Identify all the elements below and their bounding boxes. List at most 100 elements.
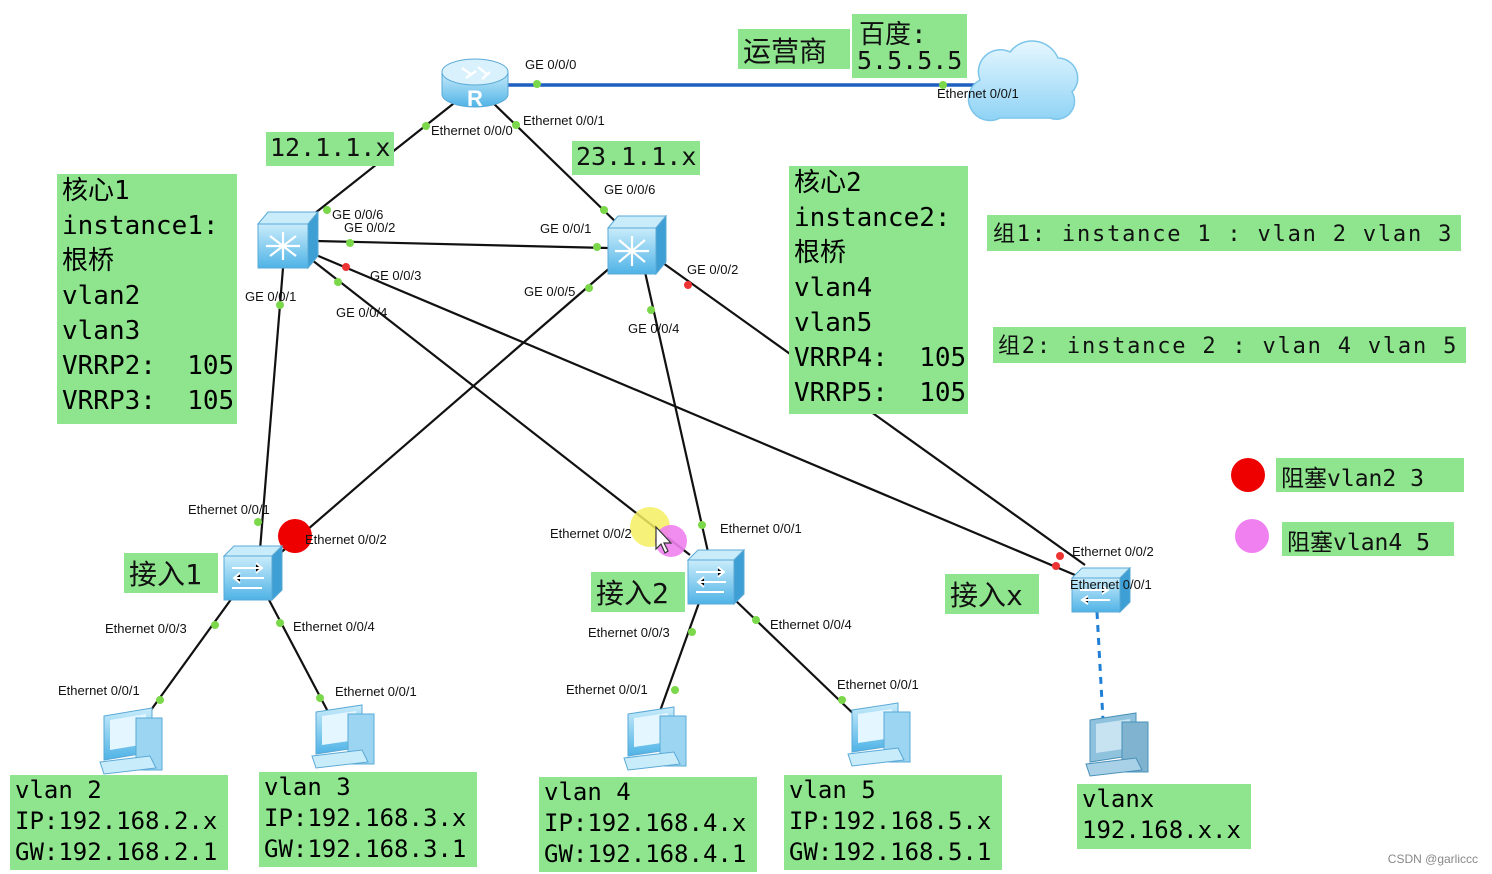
link-core1-access1 (258, 267, 285, 551)
link-access1-pc2 (267, 597, 336, 726)
port-dots (156, 80, 947, 704)
group1-label: 组1: instance 1 : vlan 2 vlan 3 (993, 222, 1454, 247)
port-label: Ethernet 0/0/1 (837, 677, 919, 692)
pc3-info-box (539, 777, 757, 872)
port-label: Ethernet 0/0/1 (188, 502, 270, 517)
core1-info-box (57, 174, 237, 424)
info-line: vlan 4 (544, 778, 631, 806)
port-label: GE 0/0/1 (245, 289, 296, 304)
pc-3-icon (623, 706, 687, 771)
port-label: GE 0/0/5 (524, 284, 575, 299)
link-accessx-pcx (1095, 611, 1105, 721)
cursor-pointer-icon (655, 525, 673, 554)
port-label: Ethernet 0/0/3 (105, 621, 187, 636)
port-label: GE 0/0/0 (525, 57, 576, 72)
isp-label: 运营商 (743, 35, 828, 68)
link-core1-access2 (311, 259, 691, 556)
pc1-info-lines: vlan 2 IP:192.168.2.x GW:192.168.2.1 (15, 775, 217, 868)
port-label: Ethernet 0/0/4 (293, 619, 375, 634)
core1-info-lines: 核心1 instance1: 根桥 vlan2 vlan3 VRRP2: 105… (62, 174, 234, 419)
info-line: vlan 3 (264, 773, 351, 801)
link-core2-access2 (643, 271, 710, 553)
port-label: GE 0/0/1 (540, 221, 591, 236)
access1-label: 接入1 (129, 558, 202, 591)
info-line: GW:192.168.4.1 (544, 840, 747, 868)
info-line: VRRP5: 105 (794, 378, 967, 408)
access-switch-2-icon (686, 548, 746, 606)
port-label: Ethernet 0/0/2 (305, 532, 387, 547)
pc1-info-box (10, 775, 228, 870)
link-access1-pc1 (137, 597, 233, 729)
access1-label-box (124, 553, 218, 593)
port-label: Ethernet 0/0/1 (523, 113, 605, 128)
info-line: IP:192.168.2.x (15, 807, 218, 835)
port-label: Ethernet 0/0/0 (431, 123, 513, 138)
port-label: GE 0/0/6 (604, 182, 655, 197)
net-right-label: 23.1.1.x (576, 142, 697, 171)
info-line: 根桥 (794, 238, 847, 268)
port-label: GE 0/0/6 (332, 207, 383, 222)
link-core1-accessx (315, 253, 1076, 577)
port-label: GE 0/0/2 (687, 262, 738, 277)
core2-info-lines: 核心2 instance2: 根桥 vlan4 vlan5 VRRP4: 105… (794, 166, 966, 411)
group2-box (993, 327, 1466, 363)
legend-red-dot (1231, 458, 1265, 492)
info-line: 核心2 (794, 168, 862, 198)
group2-label: 组2: instance 2 : vlan 4 vlan 5 (998, 334, 1459, 359)
info-line: vlanx (1082, 785, 1155, 813)
cloud-icon (967, 40, 1079, 122)
port-label: Ethernet 0/0/1 (58, 683, 140, 698)
port-label: GE 0/0/4 (336, 305, 387, 320)
pc-x-icon (1085, 712, 1149, 777)
pcx-info-lines: vlanx 192.168.x.x (1082, 784, 1241, 846)
net-right-box (572, 141, 700, 175)
port-label: Ethernet 0/0/4 (770, 617, 852, 632)
legend-red-label: 阻塞vlan2 3 (1281, 466, 1424, 492)
legend-pink-dot (1235, 519, 1269, 553)
core-switch-2-icon (606, 214, 668, 276)
link-router-core2 (489, 99, 623, 229)
accessx-label-box (945, 574, 1039, 614)
info-line: 核心1 (62, 176, 130, 206)
info-line: instance2: (794, 203, 951, 233)
legend-pink-label: 阻塞vlan4 5 (1287, 530, 1430, 556)
svg-text:R: R (467, 86, 483, 111)
net-left-box (266, 132, 394, 166)
blocked-marker-vlan23-access1 (278, 519, 312, 553)
link-access2-pc3 (653, 599, 702, 726)
baidu-ip: 5.5.5.5 (857, 46, 963, 75)
info-line: vlan4 (794, 273, 873, 303)
port-label: Ethernet 0/0/1 (1070, 577, 1152, 592)
watermark: CSDN @garliccc (1387, 852, 1478, 866)
legend-red-box (1276, 458, 1464, 492)
legend-pink-box (1282, 522, 1454, 556)
info-line: IP:192.168.3.x (264, 804, 467, 832)
info-line: GW:192.168.5.1 (789, 838, 992, 866)
pc4-info-box (784, 775, 1002, 870)
port-label: Ethernet 0/0/1 (566, 682, 648, 697)
pcx-info-box (1077, 784, 1251, 849)
port-label: Ethernet 0/0/3 (588, 625, 670, 640)
info-line: VRRP4: 105 (794, 343, 967, 373)
info-line: vlan 5 (789, 776, 876, 804)
port-label: Ethernet 0/0/2 (1072, 544, 1154, 559)
access-switch-1-icon (222, 544, 284, 602)
pc-4-icon (847, 702, 911, 767)
access2-label-box (591, 572, 685, 612)
info-line: GW:192.168.3.1 (264, 835, 467, 863)
info-line: VRRP2: 105 (62, 351, 235, 381)
router-icon: R (441, 58, 509, 111)
access2-label: 接入2 (596, 577, 669, 610)
info-line: 192.168.x.x (1082, 816, 1241, 844)
core2-info-box (789, 166, 968, 414)
pc4-info-lines: vlan 5 IP:192.168.5.x GW:192.168.5.1 (789, 775, 991, 868)
blocked-port-dots (342, 263, 1064, 570)
info-line: 根桥 (62, 246, 115, 276)
info-line: vlan 2 (15, 776, 102, 804)
link-core1-core2 (315, 239, 609, 250)
info-line: IP:192.168.4.x (544, 809, 747, 837)
port-label: Ethernet 0/0/2 (550, 526, 632, 541)
port-label: Ethernet 0/0/1 (720, 521, 802, 536)
port-label: Ethernet 0/0/1 (335, 684, 417, 699)
